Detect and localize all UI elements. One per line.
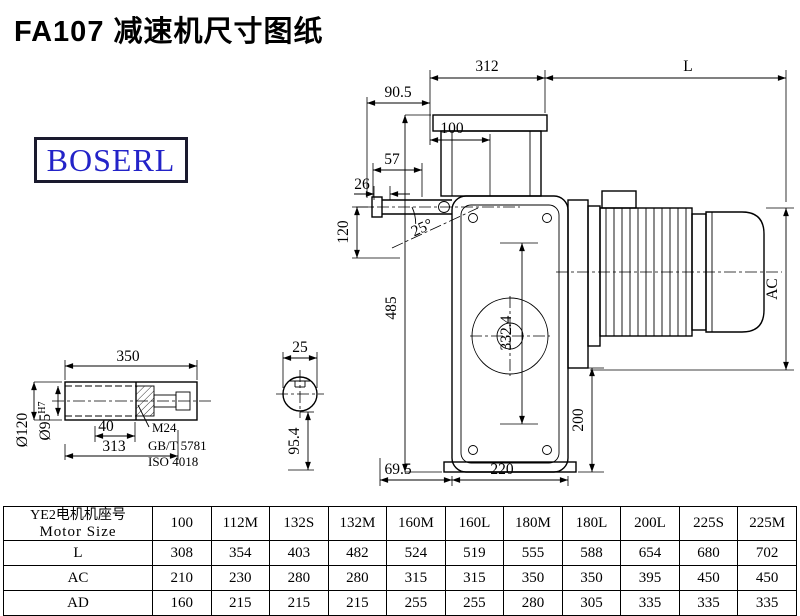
dim-95_4-label: 95.4	[286, 427, 303, 454]
size-cell: 335	[737, 590, 797, 616]
dim-485-label: 485	[383, 296, 400, 320]
dimensions-main: 312 L 90.5 100 57 26 120 25° 485	[335, 58, 794, 486]
size-cell: 555	[503, 540, 563, 566]
dim-57-label: 57	[384, 151, 400, 168]
bolt-m24-label: M24	[152, 420, 177, 435]
col-header: 200L	[620, 506, 680, 541]
col-header: 180M	[503, 506, 563, 541]
main-view	[356, 114, 782, 473]
motor	[556, 190, 782, 369]
dim-AC-label: AC	[764, 278, 781, 300]
size-cell: 450	[678, 565, 739, 591]
shaft-section-view: 25 95.4	[276, 339, 324, 471]
col-header: 225M	[737, 506, 797, 541]
size-cell: 280	[269, 565, 329, 591]
size-cell: 315	[444, 565, 505, 591]
bolt-gbt-label: GB/T 5781	[148, 438, 207, 453]
size-cell: 230	[210, 565, 271, 591]
boserl-logo: BOSERL	[34, 137, 188, 183]
bolt-iso-label: ISO 4018	[148, 454, 198, 469]
dim-L-label: L	[683, 58, 692, 75]
shaft-detail-view: 350 40 313 Ø120 Ø95H7 M24 GB/T 5781 ISO …	[14, 348, 212, 469]
size-cell: 215	[269, 590, 329, 616]
size-cell: 654	[620, 540, 680, 566]
size-cell: 403	[269, 540, 329, 566]
row-label: AD	[3, 590, 153, 616]
motor-flange	[567, 199, 589, 369]
size-cell: 215	[327, 590, 388, 616]
page-title: FA107 减速机尺寸图纸	[14, 16, 324, 48]
dim-332_4-label: 332.4	[498, 315, 515, 350]
size-cell: 395	[620, 565, 680, 591]
size-cell: 280	[503, 590, 563, 616]
dim-40-label: 40	[98, 418, 114, 435]
dim-313-label: 313	[102, 438, 126, 455]
header-en: Motor Size	[39, 523, 117, 540]
header-cn: YE2电机机座号	[30, 507, 126, 523]
size-cell: 315	[386, 565, 446, 591]
dim-26-label: 26	[354, 176, 370, 193]
col-header: 132S	[269, 506, 329, 541]
size-cell: 482	[327, 540, 388, 566]
dim-69_5-label: 69.5	[384, 461, 411, 478]
technical-drawing: 312 L 90.5 100 57 26 120 25° 485	[14, 58, 794, 486]
col-header: 132M	[327, 506, 388, 541]
table-header-motor-size: YE2电机机座号 Motor Size	[3, 506, 153, 541]
dim-220-label: 220	[490, 461, 514, 478]
size-cell: 210	[152, 565, 212, 591]
table-row-AD: AD 160 215 215 215 255 255 280 305 335 3…	[3, 590, 797, 616]
size-cell: 305	[561, 590, 622, 616]
size-cell: 215	[210, 590, 271, 616]
dim-200-label: 200	[570, 408, 587, 432]
size-cell: 160	[152, 590, 212, 616]
dim-100-label: 100	[440, 120, 464, 137]
row-label: AC	[3, 565, 153, 591]
dim-angle-label: 25°	[409, 216, 436, 241]
dim-dia120-label: Ø120	[14, 413, 31, 448]
size-cell: 350	[503, 565, 563, 591]
dim-350-label: 350	[116, 348, 140, 365]
table-header-row: YE2电机机座号 Motor Size 100 112M 132S 132M 1…	[3, 506, 797, 541]
size-cell: 524	[386, 540, 446, 566]
size-cell: 702	[737, 540, 797, 566]
m24-leader	[137, 404, 150, 428]
col-header: 100	[152, 506, 212, 541]
size-cell: 354	[210, 540, 271, 566]
mounting-feet	[443, 461, 577, 473]
size-cell: 335	[678, 590, 739, 616]
dim-312-label: 312	[475, 58, 498, 75]
angle-arc	[411, 206, 417, 224]
dim-25-label: 25	[292, 339, 308, 356]
fan-cowl	[705, 211, 765, 333]
col-header: 225S	[678, 506, 739, 541]
size-cell: 519	[444, 540, 505, 566]
hollow-shaft	[64, 381, 198, 421]
boserl-logo-text: BOSERL	[46, 142, 176, 178]
col-header: 160L	[444, 506, 505, 541]
size-cell: 450	[737, 565, 797, 591]
motor-size-table: YE2电机机座号 Motor Size 100 112M 132S 132M 1…	[3, 506, 797, 616]
size-cell: 255	[444, 590, 505, 616]
row-label: L	[3, 540, 153, 566]
size-cell: 255	[386, 590, 446, 616]
col-header: 180L	[561, 506, 622, 541]
table-row-L: L 308 354 403 482 524 519 555 588 654 68…	[3, 540, 797, 566]
size-cell: 280	[327, 565, 388, 591]
terminal-box	[601, 190, 637, 209]
size-cell: 350	[561, 565, 622, 591]
col-header: 112M	[210, 506, 271, 541]
dim-90_5-label: 90.5	[384, 84, 411, 101]
dim-120-label: 120	[335, 220, 352, 244]
dim-dia95-label: Ø95H7	[37, 402, 54, 441]
table-row-AC: AC 210 230 280 280 315 315 350 350 395 4…	[3, 565, 797, 591]
col-header: 160M	[386, 506, 446, 541]
size-cell: 308	[152, 540, 212, 566]
size-cell: 335	[620, 590, 680, 616]
size-cell: 588	[561, 540, 622, 566]
size-cell: 680	[678, 540, 739, 566]
